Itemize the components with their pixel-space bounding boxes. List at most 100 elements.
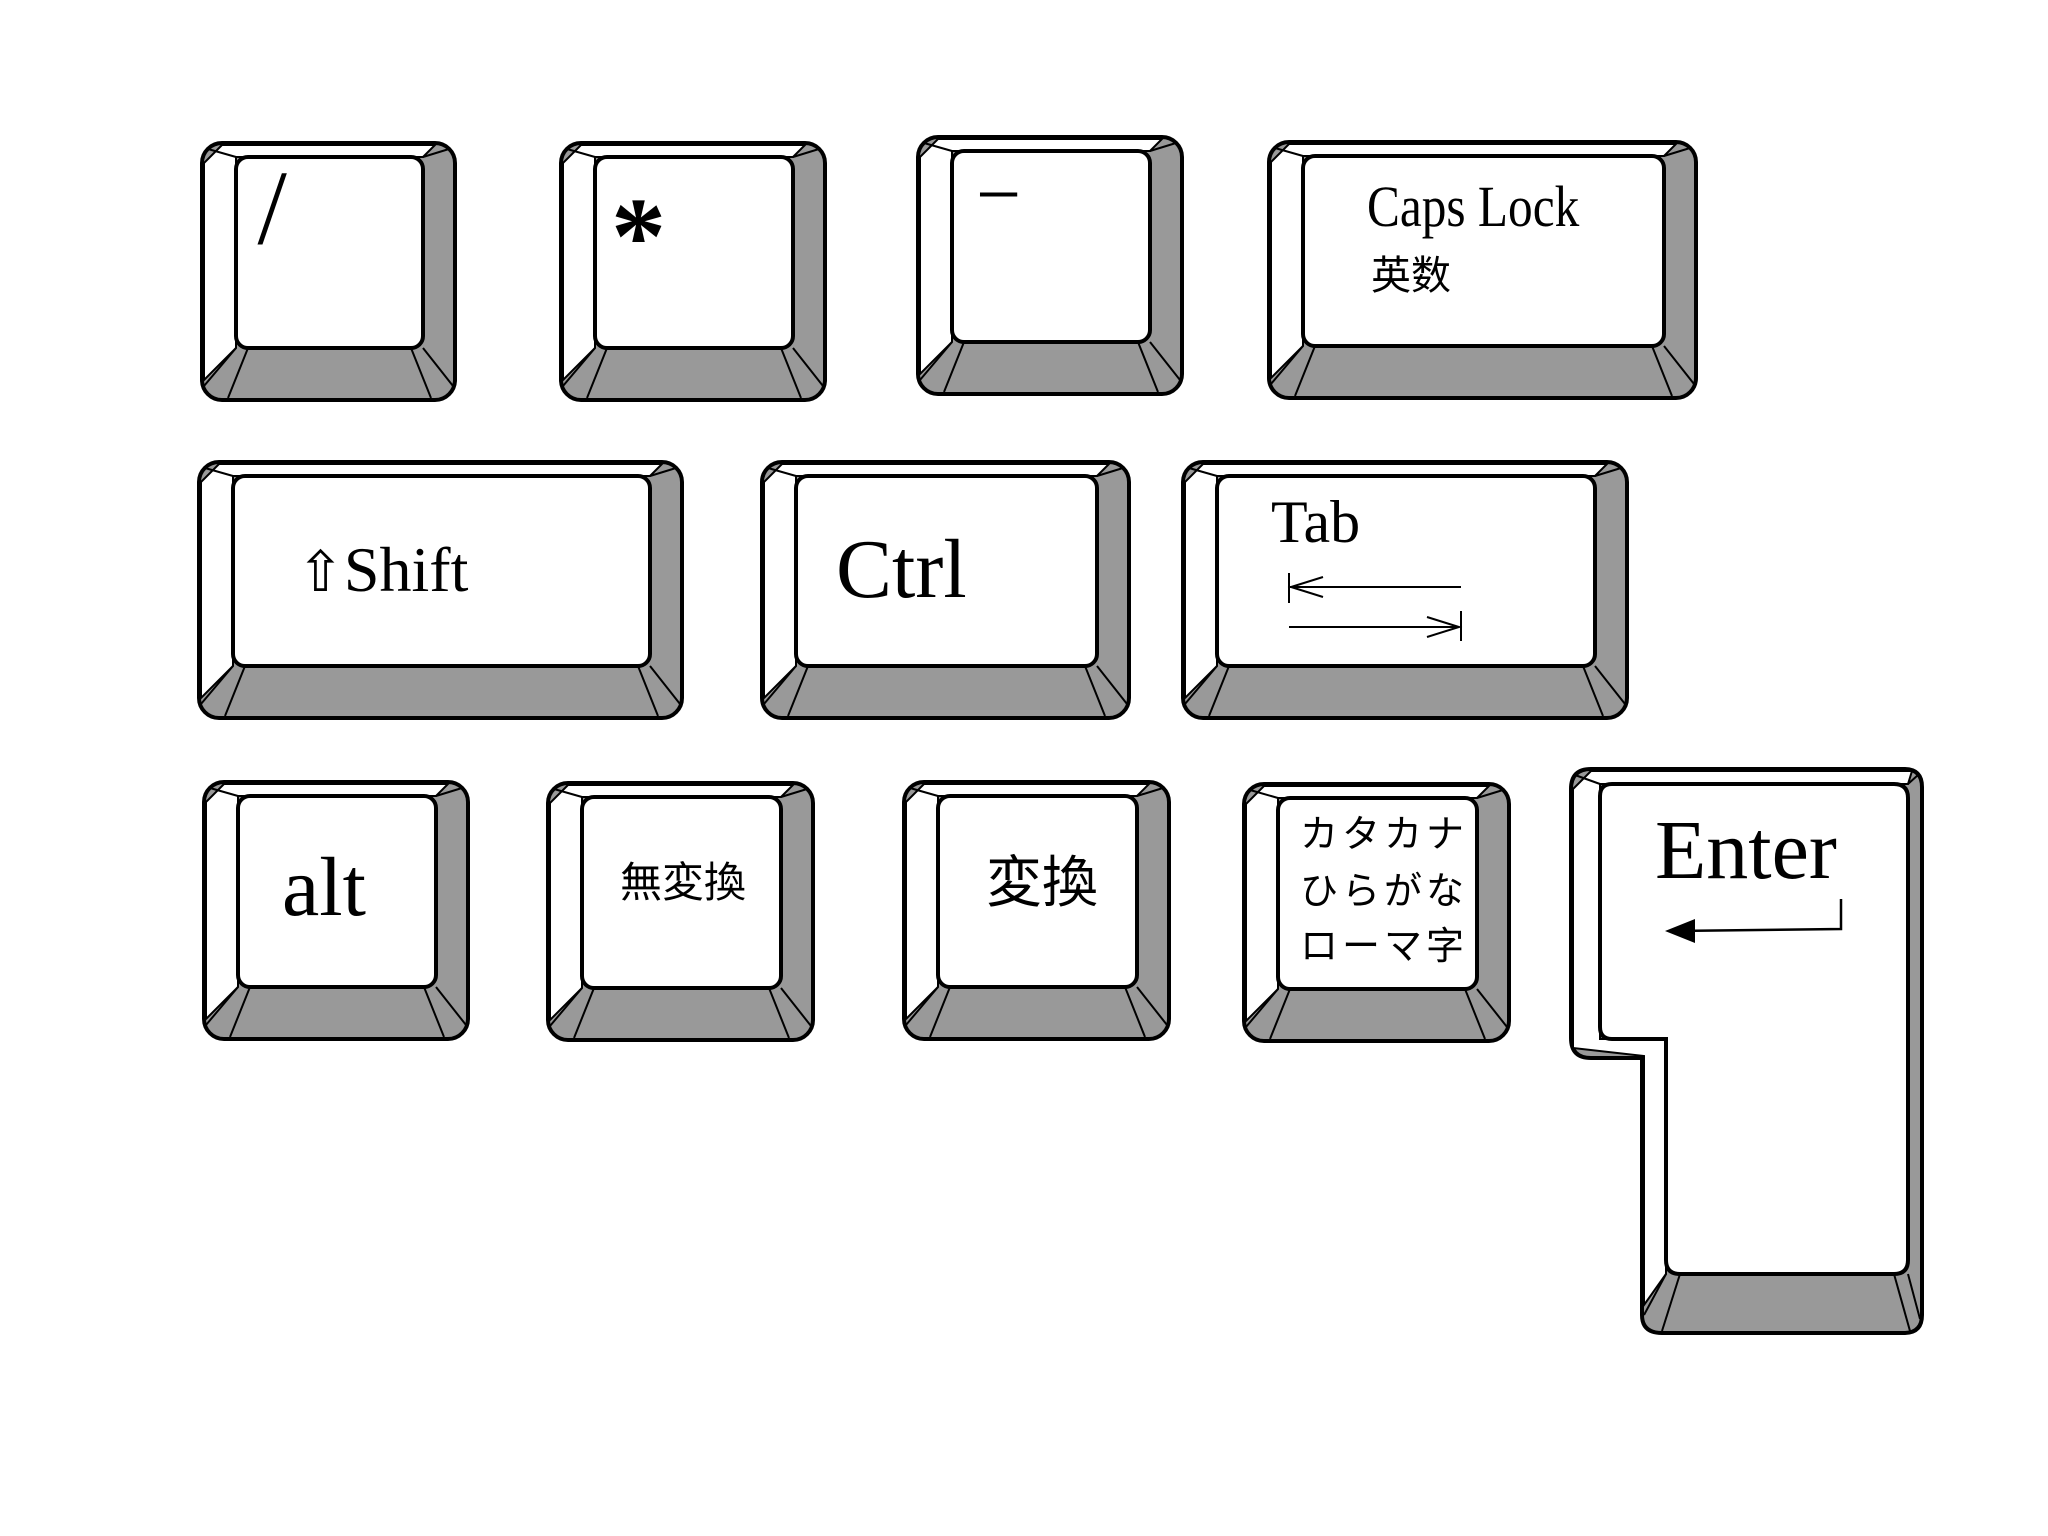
- bevel-edge: [763, 665, 797, 705]
- bevel-edge: [1574, 774, 1601, 785]
- key-label: Tab: [1271, 489, 1361, 555]
- tab-key[interactable]: Tab: [1181, 460, 1629, 720]
- bevel-edge: [549, 987, 583, 1027]
- bevel-edge: [792, 347, 824, 387]
- bevel-edge: [1476, 789, 1504, 799]
- bevel-edge: [1594, 467, 1622, 477]
- bevel-edge: [1137, 341, 1159, 393]
- keycap-shape: [546, 781, 815, 1042]
- bevel-edge: [1208, 665, 1230, 717]
- key-sublabel: 英数: [1371, 253, 1451, 298]
- tab-arrows-icon: [1287, 573, 1463, 641]
- bevel-edge: [204, 467, 234, 477]
- bevel-edge: [905, 986, 939, 1026]
- bevel-edge: [1476, 988, 1508, 1028]
- bevel-edge: [919, 341, 953, 381]
- katakana-hiragana-key[interactable]: カタカナ ひらがな ローマ字: [1242, 782, 1511, 1043]
- bevel-edge: [1594, 665, 1626, 705]
- keycap-face: [1301, 154, 1666, 348]
- bevel-edge: [205, 986, 239, 1026]
- bevel-edge: [203, 347, 237, 387]
- bevel-edge: [1269, 988, 1291, 1040]
- bevel-edge: [1249, 789, 1279, 799]
- keycap-shape: [1267, 140, 1698, 400]
- bevel-edge: [1582, 665, 1604, 717]
- bevel-edge: [767, 467, 797, 477]
- bevel-edge: [1136, 986, 1168, 1026]
- bevel-edge: [923, 142, 953, 152]
- bevel-edge: [1464, 988, 1486, 1040]
- bevel-edge: [909, 787, 939, 797]
- key-label: alt: [282, 841, 366, 934]
- bevel-edge: [207, 148, 237, 158]
- shift-arrow-icon: ⇧: [297, 540, 344, 605]
- bevel-edge: [1136, 787, 1164, 797]
- bevel-edge: [229, 986, 251, 1038]
- alt-key[interactable]: alt: [202, 780, 470, 1041]
- keycap-shape: [760, 460, 1131, 720]
- asterisk-key[interactable]: *: [559, 141, 827, 402]
- bevel-edge: [573, 987, 595, 1039]
- bevel-edge: [929, 986, 951, 1038]
- keycap-face: [593, 155, 795, 350]
- bevel-edge: [435, 787, 463, 797]
- key-label: Ctrl: [836, 523, 967, 616]
- key-label: −: [976, 151, 1022, 239]
- bevel-edge: [553, 788, 583, 798]
- enter-key[interactable]: Enter: [1569, 767, 1924, 1335]
- bevel-edge: [1651, 345, 1673, 397]
- bevel-edge: [1661, 1273, 1681, 1332]
- keycap-shape: [1181, 460, 1629, 720]
- bevel-edge: [566, 148, 596, 158]
- bevel-edge: [1294, 345, 1316, 397]
- keycap-face: [1598, 782, 1910, 1276]
- bevel-edge: [562, 347, 596, 387]
- key-label-line2: ひらがな: [1300, 871, 1469, 913]
- minus-key[interactable]: −: [916, 135, 1184, 396]
- key-label: Shift: [343, 534, 469, 605]
- key-label: 無変換: [620, 861, 747, 907]
- bevel-edge: [1188, 467, 1218, 477]
- keycap-face: [234, 155, 425, 350]
- bevel-edge: [943, 341, 965, 393]
- bevel-edge: [649, 467, 677, 477]
- bevel-edge: [227, 347, 249, 399]
- keycap-shape: [200, 141, 457, 402]
- bevel-edge: [1124, 986, 1146, 1038]
- keycap-face: [794, 474, 1099, 668]
- ctrl-key[interactable]: Ctrl: [760, 460, 1131, 720]
- keycap-shape: [1569, 767, 1924, 1335]
- shift-key[interactable]: ⇧Shift: [197, 460, 684, 720]
- bevel-edge: [780, 347, 802, 399]
- keycap-shape: [202, 780, 470, 1041]
- bevel-edge: [637, 665, 659, 717]
- muhenkan-key[interactable]: 無変換: [546, 781, 815, 1042]
- keycap-shape: [1242, 782, 1511, 1043]
- bevel-edge: [1663, 345, 1695, 385]
- bevel-edge: [1184, 665, 1218, 705]
- bevel-edge: [209, 787, 239, 797]
- bevel-edge: [780, 987, 812, 1027]
- keycap-face: [950, 149, 1152, 344]
- bevel-edge: [780, 788, 808, 798]
- bevel-edge: [200, 665, 234, 705]
- keycap-face: [1276, 796, 1479, 991]
- henkan-key[interactable]: 変換: [902, 780, 1171, 1041]
- bevel-edge: [224, 665, 246, 717]
- caps-lock-key[interactable]: Caps Lock 英数: [1267, 140, 1698, 400]
- key-label-line3: ローマ字: [1300, 926, 1469, 968]
- keycap-face: [580, 795, 783, 990]
- slash-key[interactable]: /: [200, 141, 457, 402]
- key-label-line1: カタカナ: [1300, 814, 1469, 856]
- key-label: 変換: [986, 853, 1098, 915]
- keycap-shape: [916, 135, 1184, 396]
- keycap-shape: [902, 780, 1171, 1041]
- bevel-edge: [1893, 1273, 1911, 1332]
- bevel-edge: [768, 987, 790, 1039]
- bevel-edge: [422, 148, 450, 158]
- keycap-shape: [559, 141, 827, 402]
- key-label: *: [611, 175, 666, 297]
- bevel-edge: [1270, 345, 1304, 385]
- bevel-edge: [586, 347, 608, 399]
- bevel-edge: [1149, 142, 1177, 152]
